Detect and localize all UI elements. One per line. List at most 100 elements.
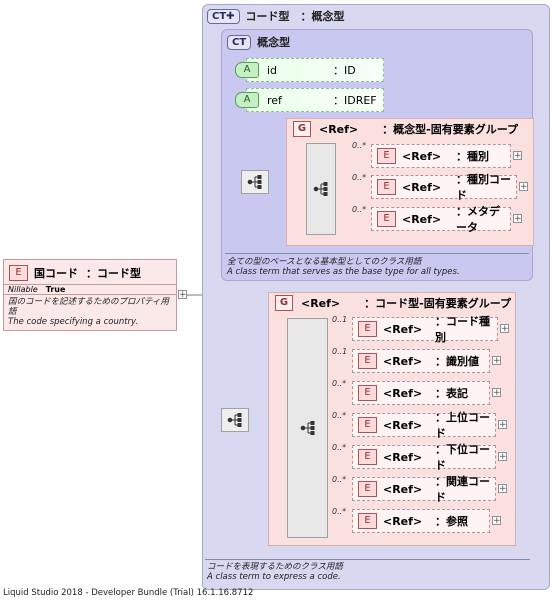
group-ref: <Ref>: [301, 296, 341, 310]
complex-type-icon: CT: [227, 34, 252, 50]
group-icon: G: [275, 295, 293, 311]
element-name: ：種別: [456, 150, 489, 163]
sequence-compositor[interactable]: [306, 143, 336, 235]
nillable-key: Nillable: [8, 285, 38, 294]
element-name: ：上位コード: [435, 411, 490, 440]
element-icon: E: [377, 179, 396, 195]
element-kind-code[interactable]: E <Ref> ：種別コード: [371, 173, 517, 202]
attribute-type: ：ID: [333, 64, 356, 77]
sequence-compositor[interactable]: [221, 408, 249, 432]
element-name: ：表記: [435, 387, 468, 400]
expand-icon[interactable]: +: [498, 452, 507, 462]
occurrence-label: 0..1: [332, 347, 348, 356]
attribute-icon: A: [235, 62, 259, 78]
element-icon: E: [358, 417, 377, 433]
expand-icon[interactable]: +: [513, 214, 522, 224]
group-header: G <Ref> ：コード型-固有要素グループ: [269, 293, 515, 313]
occurrence-label: 0..*: [352, 173, 367, 182]
complex-type-header: CT 概念型: [227, 34, 290, 50]
occurrence-label: 0..*: [332, 411, 347, 420]
element-name: ：下位コード: [435, 443, 490, 472]
occurrence-label: 0..*: [332, 379, 347, 388]
element-ref: <Ref>: [402, 149, 442, 163]
element-reference[interactable]: E <Ref> ：参照: [352, 509, 490, 533]
group-icon: G: [293, 121, 311, 137]
element-ref: <Ref>: [383, 482, 423, 496]
element-identifier[interactable]: E <Ref> ：識別値: [352, 349, 490, 373]
occurrence-label: 0..*: [332, 507, 347, 516]
complex-type-title: 概念型: [257, 36, 291, 49]
element-kind[interactable]: E <Ref> ：種別: [371, 144, 511, 168]
element-name: ：コード種別: [435, 315, 490, 344]
element-ref: <Ref>: [383, 514, 423, 528]
root-documentation: 国のコードを記述するためのプロパティ用語 The code specifying…: [8, 297, 169, 327]
element-icon: E: [358, 353, 377, 369]
occurrence-label: 0..*: [332, 443, 347, 452]
element-badge: E: [9, 265, 28, 281]
expand-icon[interactable]: +: [178, 290, 187, 300]
element-ref: <Ref>: [383, 450, 423, 464]
expand-icon[interactable]: +: [492, 356, 501, 366]
complex-type-header: CT✚ コード型 ：概念型: [207, 8, 345, 24]
outer-type-documentation: コードを表現するためのクラス用語 A class term to express…: [207, 562, 343, 582]
element-code-kind[interactable]: E <Ref> ：コード種別: [352, 315, 498, 344]
group-ref: <Ref>: [319, 122, 359, 136]
attribute-icon: A: [235, 92, 259, 108]
complex-type-extension-icon: CT✚: [207, 8, 240, 24]
expand-icon[interactable]: +: [492, 516, 501, 526]
element-icon: E: [377, 211, 396, 227]
occurrence-label: 0..1: [332, 315, 348, 324]
occurrence-label: 0..*: [352, 205, 367, 214]
inner-type-documentation: 全ての型のベースとなる基本型としてのクラス用語 A class term tha…: [227, 257, 460, 277]
expand-icon[interactable]: +: [519, 182, 528, 192]
sequence-icon: [227, 413, 242, 427]
element-child-code[interactable]: E <Ref> ：下位コード: [352, 443, 496, 472]
element-ref: <Ref>: [383, 354, 423, 368]
element-icon: E: [377, 148, 396, 164]
element-ref: <Ref>: [383, 386, 423, 400]
expand-icon[interactable]: +: [500, 324, 509, 334]
footer-text: Liquid Studio 2018 - Developer Bundle (T…: [3, 588, 254, 598]
element-related-code[interactable]: E <Ref> ：関連コード: [352, 475, 496, 504]
element-icon: E: [358, 385, 377, 401]
element-icon: E: [358, 481, 377, 497]
element-parent-code[interactable]: E <Ref> ：上位コード: [352, 411, 496, 440]
attribute-name: ref: [267, 93, 282, 107]
sequence-icon: [300, 421, 314, 435]
element-notation[interactable]: E <Ref> ：表記: [352, 381, 490, 405]
sequence-compositor[interactable]: [241, 170, 269, 194]
nillable-value: True: [45, 285, 66, 294]
sequence-icon: [247, 175, 262, 189]
element-icon: E: [358, 449, 377, 465]
occurrence-label: 0..*: [352, 141, 367, 150]
group-header: G <Ref> ：概念型-固有要素グループ: [287, 119, 533, 139]
complex-type-title: コード型 ：概念型: [245, 10, 345, 23]
group-name: ：コード型-固有要素グループ: [364, 297, 512, 310]
group-name: ：概念型-固有要素グループ: [382, 123, 519, 136]
element-name: ：参照: [435, 515, 468, 528]
element-name: ：識別値: [435, 355, 479, 368]
expand-icon[interactable]: +: [492, 388, 501, 398]
element-icon: E: [358, 321, 377, 337]
expand-icon[interactable]: +: [498, 484, 507, 494]
element-ref: <Ref>: [383, 418, 423, 432]
element-metadata[interactable]: E <Ref> ：メタデータ: [371, 205, 511, 234]
element-icon: E: [358, 513, 377, 529]
nillable-row: Nillable True: [4, 285, 176, 294]
expand-icon[interactable]: +: [513, 151, 522, 161]
sequence-compositor[interactable]: [287, 318, 328, 538]
attribute-ref[interactable]: A ref ：IDREF: [235, 88, 384, 112]
element-ref: <Ref>: [402, 180, 442, 194]
sequence-icon: [313, 182, 328, 196]
attribute-id[interactable]: A id ：ID: [235, 58, 384, 82]
attribute-name: id: [267, 63, 278, 77]
element-name: ：種別コード: [456, 173, 511, 202]
separator: [225, 253, 529, 254]
element-name: ：メタデータ: [456, 205, 500, 234]
element-ref: <Ref>: [402, 212, 442, 226]
element-name: ：関連コード: [435, 475, 490, 504]
expand-icon[interactable]: +: [498, 420, 507, 430]
root-element-name: 国コード: [34, 267, 78, 280]
element-ref: <Ref>: [383, 322, 423, 336]
